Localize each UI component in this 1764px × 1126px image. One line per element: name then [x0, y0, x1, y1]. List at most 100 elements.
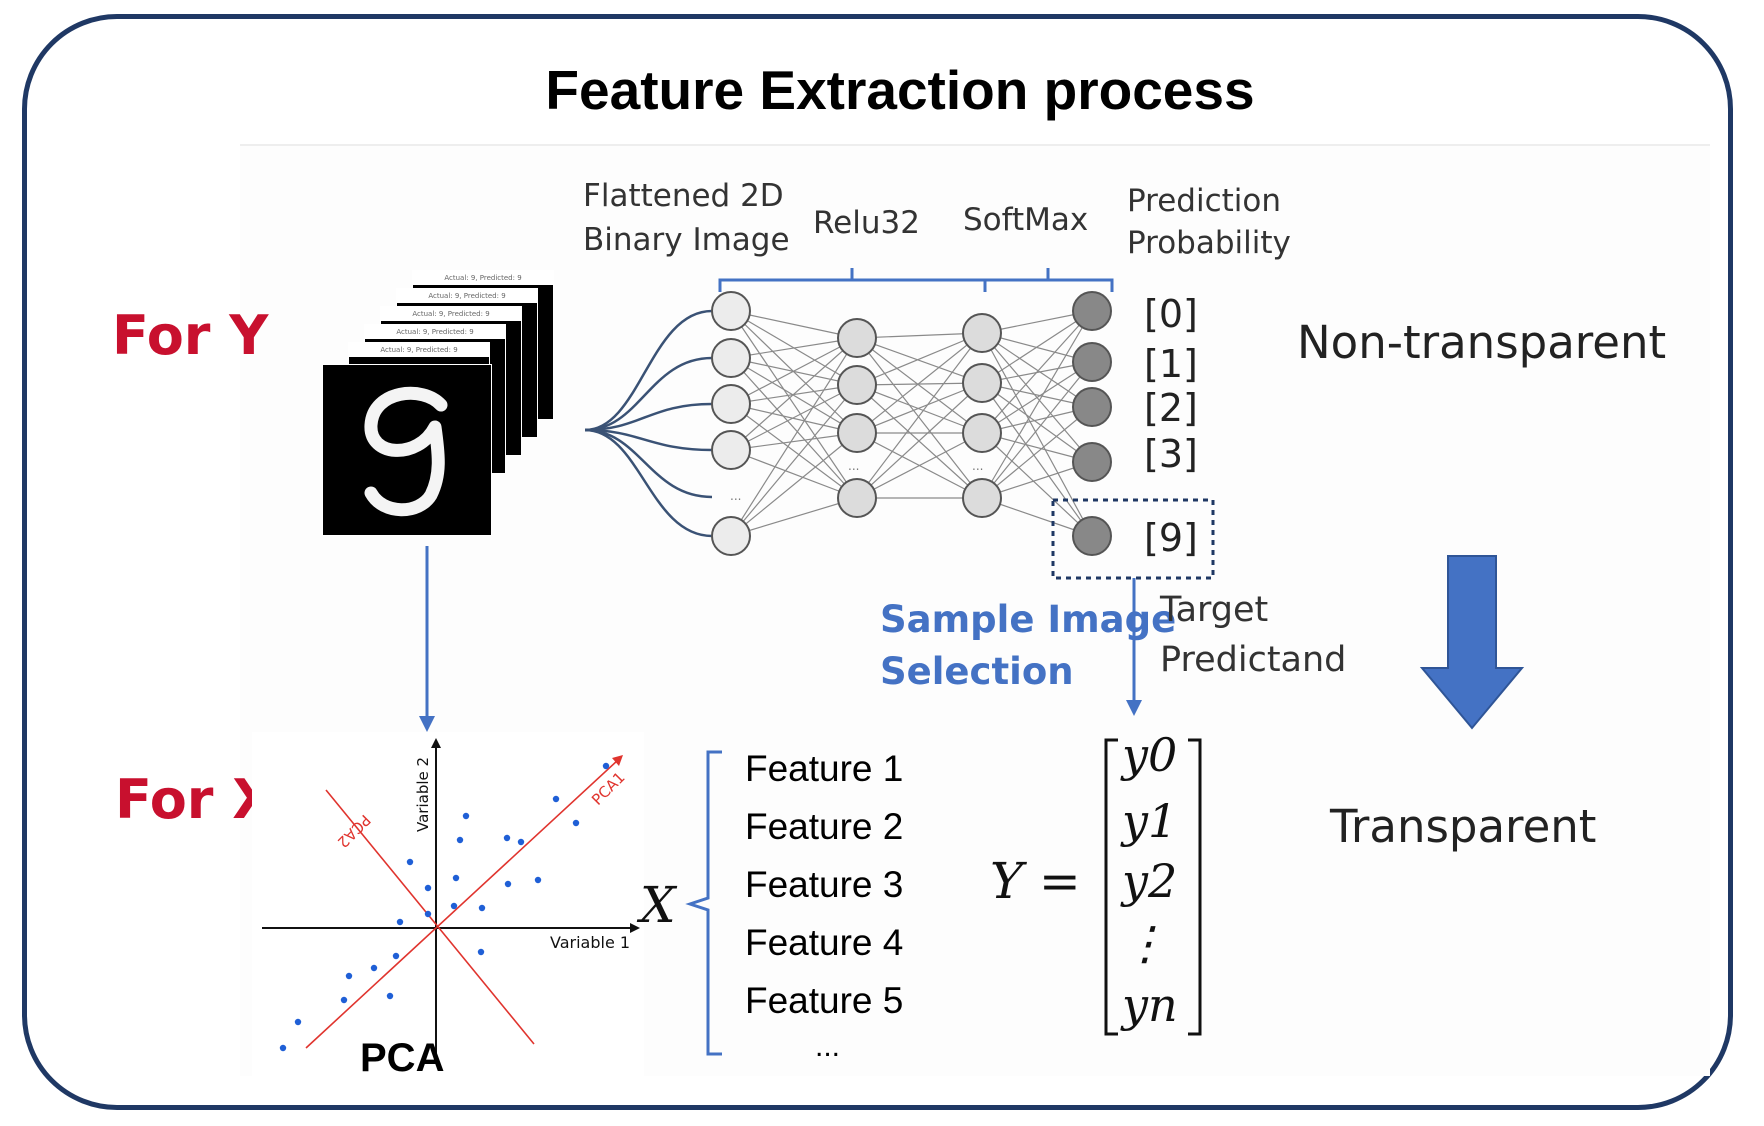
- output-layer-label-line2: Probability: [1127, 225, 1291, 261]
- network-edge: [730, 432, 858, 451]
- sample-selection-label-line1: Sample Image: [880, 598, 1177, 641]
- for-y-label: For Y: [112, 304, 269, 367]
- hidden-node: [837, 318, 877, 358]
- y-vector-lhs: Y =: [990, 852, 1081, 910]
- network-edge: [856, 384, 983, 499]
- feature-5: Feature 5: [745, 980, 904, 1021]
- target-label-line1: Target: [1160, 590, 1269, 630]
- network-edge: [730, 337, 858, 451]
- pca-data-point: [572, 819, 580, 827]
- hidden-node: [837, 413, 877, 453]
- softmax-node: [962, 363, 1002, 403]
- pca-data-point: [478, 904, 486, 912]
- network-edge: [981, 310, 1093, 434]
- pca-data-point: [503, 834, 511, 842]
- output-node: [1072, 442, 1112, 482]
- network-edge: [856, 384, 983, 434]
- network-edge: [981, 406, 1093, 499]
- input-node: [711, 516, 751, 556]
- network-edge: [856, 337, 983, 434]
- pca-data-point: [452, 874, 460, 882]
- input-layer-label-line2: Binary Image: [583, 222, 790, 258]
- softmax-ellipsis: ...: [972, 459, 983, 473]
- non-transparent-label: Non-transparent: [1297, 316, 1667, 369]
- pca-label: PCA: [360, 1036, 445, 1080]
- feature-2: Feature 2: [745, 806, 904, 847]
- output-label-4: [9]: [1144, 516, 1198, 560]
- network-edge: [730, 403, 858, 434]
- hidden-layer-label: Relu32: [813, 205, 920, 241]
- network-edge: [856, 332, 983, 434]
- input-connection-curve: [584, 356, 713, 432]
- input-connection-curve: [584, 428, 713, 452]
- output-layer-label-line1: Prediction: [1127, 183, 1282, 219]
- pca-data-point: [392, 952, 400, 960]
- network-edge: [981, 432, 1093, 537]
- network-edge: [981, 310, 1093, 499]
- pca-data-point: [294, 1018, 302, 1026]
- for-x-label: For X: [115, 768, 274, 831]
- pca-axis-y-label: Variable 2: [414, 757, 432, 832]
- input-connection-curve: [584, 428, 713, 538]
- network-edge: [856, 382, 983, 434]
- y-vector-entry-4: yn: [1122, 978, 1178, 1032]
- pca-data-point: [450, 902, 458, 910]
- pca-data-point: [406, 858, 414, 866]
- transparent-label: Transparent: [1330, 800, 1597, 853]
- network-edge: [856, 337, 983, 499]
- network-edge: [981, 382, 1093, 537]
- hidden-node: [837, 478, 877, 518]
- network-edge: [981, 310, 1093, 384]
- input-connection-curve: [584, 402, 713, 432]
- sample-selection-label-line2: Selection: [880, 650, 1074, 693]
- output-node: [1072, 291, 1112, 331]
- feature-brace: [685, 750, 722, 1056]
- output-node: [1072, 516, 1112, 556]
- output-label-2: [2]: [1144, 386, 1198, 430]
- input-node: [711, 291, 751, 331]
- pca-data-point: [517, 838, 525, 846]
- network-edge: [730, 384, 858, 451]
- pca-axis-x-label: Variable 1: [550, 933, 630, 952]
- feature-4: Feature 4: [745, 922, 904, 963]
- network-edge: [856, 382, 983, 499]
- outer-frame: [22, 14, 1733, 1110]
- network-edge: [730, 403, 858, 499]
- network-edge: [730, 357, 858, 499]
- input-connection-curve: [584, 309, 713, 432]
- hidden-node: [837, 365, 877, 405]
- pca-data-point: [345, 972, 353, 980]
- feature-1: Feature 1: [745, 748, 904, 789]
- network-edge: [981, 361, 1093, 434]
- selection-arrow-head: [1126, 700, 1142, 716]
- network-edge: [730, 337, 858, 405]
- pca-data-point: [424, 884, 432, 892]
- pc2-line: [325, 789, 535, 1045]
- y-vector-entry-1: y1: [1122, 794, 1178, 848]
- input-node: [711, 430, 751, 470]
- selection-box: [1051, 498, 1215, 580]
- output-node: [1072, 387, 1112, 427]
- network-edge: [730, 432, 858, 537]
- x-symbol: X: [640, 876, 676, 934]
- input-ellipsis: ...: [730, 489, 741, 503]
- pca-data-point: [504, 880, 512, 888]
- pca-data-point: [534, 876, 542, 884]
- y-vector-entry-0: y0: [1122, 728, 1178, 782]
- input-layer-label-line1: Flattened 2D: [583, 178, 784, 214]
- pca-data-point: [552, 795, 560, 803]
- y-vector-entry-2: y2: [1122, 854, 1178, 908]
- network-edge: [730, 449, 858, 499]
- network-edge: [856, 332, 983, 386]
- page-title: Feature Extraction process: [545, 59, 1255, 121]
- pca-data-point: [396, 918, 404, 926]
- network-edge: [981, 332, 1093, 537]
- pca-data-point: [370, 964, 378, 972]
- network-edge: [856, 332, 983, 339]
- network-edge: [730, 310, 858, 339]
- output-label-3: [3]: [1144, 432, 1198, 476]
- pca-data-point: [340, 996, 348, 1004]
- network-edge: [856, 432, 983, 499]
